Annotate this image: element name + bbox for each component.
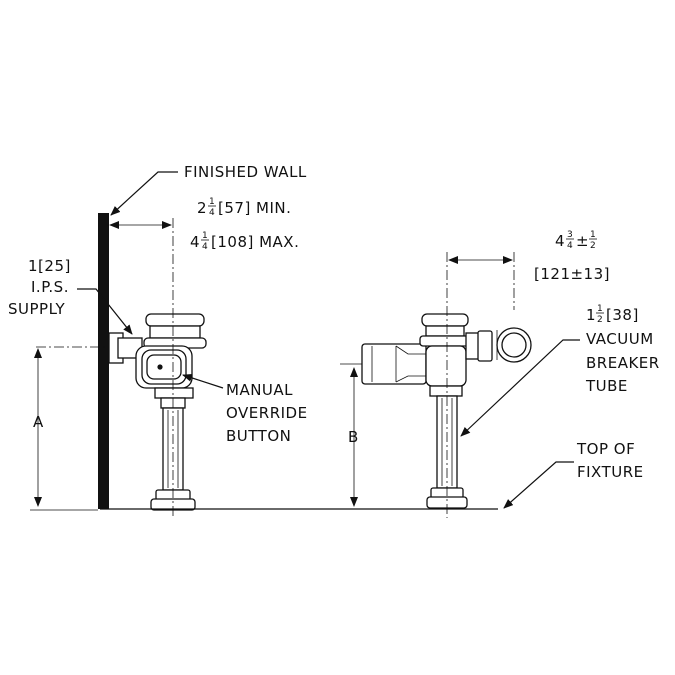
- svg-text:1: 1: [209, 197, 215, 207]
- right-dim-mm-label: [121±13]: [534, 265, 610, 283]
- left-valve-body: [135, 313, 207, 511]
- manual-label: MANUAL: [226, 381, 293, 399]
- vacuum-label: VACUUM: [586, 330, 654, 348]
- svg-text:3: 3: [567, 230, 573, 240]
- svg-text:1: 1: [597, 304, 603, 314]
- fixture-label: FIXTURE: [577, 463, 644, 481]
- finished-wall-label: FINISHED WALL: [184, 163, 307, 181]
- supply-size-label: 1[25]: [28, 257, 71, 275]
- override-button-dot: [157, 364, 163, 370]
- right-view: [100, 252, 580, 518]
- svg-text:±: ±: [576, 232, 589, 250]
- vacuum-size-label: 1 1 2 [38]: [586, 304, 639, 325]
- button-label: BUTTON: [226, 427, 291, 445]
- svg-text:4: 4: [202, 242, 208, 252]
- svg-text:[108] MAX.: [108] MAX.: [211, 233, 299, 251]
- supply-ips-label: I.P.S.: [31, 278, 69, 296]
- svg-text:1: 1: [202, 231, 208, 241]
- tube-label: TUBE: [585, 377, 628, 395]
- top-of-label: TOP OF: [576, 440, 635, 458]
- dimension-b-label: B: [348, 428, 359, 446]
- svg-text:1: 1: [586, 306, 596, 324]
- dim-max-label: 4 1 4 [108] MAX.: [190, 231, 299, 252]
- svg-text:2: 2: [597, 315, 603, 325]
- svg-text:2: 2: [197, 199, 207, 217]
- finished-wall: [98, 213, 109, 509]
- svg-text:4: 4: [555, 232, 565, 250]
- svg-text:[57] MIN.: [57] MIN.: [218, 199, 291, 217]
- dimension-a-label: A: [33, 413, 44, 431]
- svg-text:[38]: [38]: [606, 306, 639, 324]
- override-label: OVERRIDE: [226, 404, 308, 422]
- breaker-label: BREAKER: [586, 354, 660, 372]
- svg-text:4: 4: [190, 233, 200, 251]
- svg-text:4: 4: [209, 208, 215, 218]
- right-dim-label: 4 3 4 ± 1 2: [555, 230, 597, 251]
- left-view: [30, 171, 224, 518]
- dim-min-label: 2 1 4 [57] MIN.: [197, 197, 291, 218]
- svg-text:2: 2: [590, 241, 596, 251]
- svg-text:1: 1: [590, 230, 596, 240]
- supply-label: SUPPLY: [8, 300, 65, 318]
- svg-text:4: 4: [567, 241, 573, 251]
